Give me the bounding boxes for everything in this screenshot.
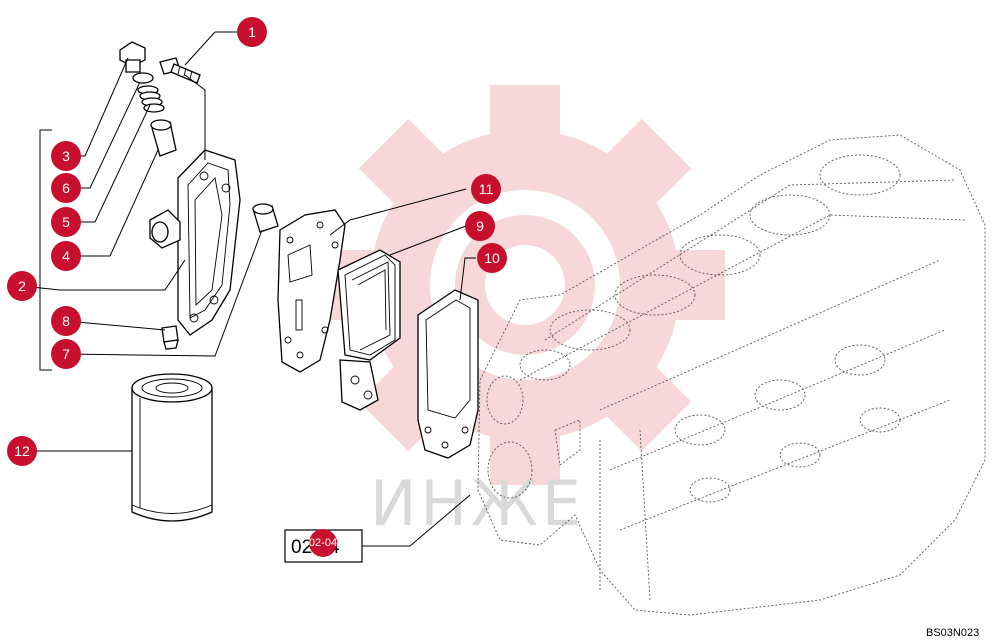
callout-9-label: 9 [476,218,484,234]
leader-lines [21,31,476,547]
callout-11-label: 11 [479,181,494,197]
oil-cooler-part [337,249,401,411]
bolt-part [159,57,201,84]
oil-filter-part [131,373,213,522]
valve-sleeve-part [150,119,177,157]
callout-8-label: 8 [62,313,70,329]
gasket-part [277,209,346,373]
callout-2[interactable]: 2 [7,271,37,301]
callout-8[interactable]: 8 [51,306,81,336]
callout-7[interactable]: 7 [51,339,81,369]
callout-3-label: 3 [62,148,70,164]
callout-11[interactable]: 11 [471,174,501,204]
nipple-part [161,325,179,350]
callout-10-label: 10 [484,250,500,266]
reference-badge-label: 02-04 [309,537,337,549]
callout-12[interactable]: 12 [7,436,37,466]
callout-12-label: 12 [14,443,30,459]
engine-block [477,134,986,616]
callout-9[interactable]: 9 [465,211,495,241]
callout-2-label: 2 [18,278,26,294]
callout-1-label: 1 [248,24,256,40]
callout-4-label: 4 [62,248,70,264]
oil-filter-housing [149,149,241,336]
callout-6-label: 6 [62,180,70,196]
reference-box[interactable]: 02-04 02-04 [284,529,363,563]
callout-7-label: 7 [62,346,70,362]
callout-5[interactable]: 5 [51,207,81,237]
drawing-code: BS03N023 [926,627,979,639]
callout-1[interactable]: 1 [237,17,267,47]
callout-5-label: 5 [62,214,70,230]
watermark-text: ИНЖЕ [370,467,585,540]
sleeve-part [252,203,279,233]
group-bracket [39,129,52,371]
cooler-gasket-part [417,289,479,459]
callout-3[interactable]: 3 [51,141,81,171]
callout-6[interactable]: 6 [51,173,81,203]
callout-4[interactable]: 4 [51,241,81,271]
spring-part [137,85,165,113]
o-ring-part [132,72,154,84]
plug-part [119,41,146,73]
callout-10[interactable]: 10 [477,243,507,273]
